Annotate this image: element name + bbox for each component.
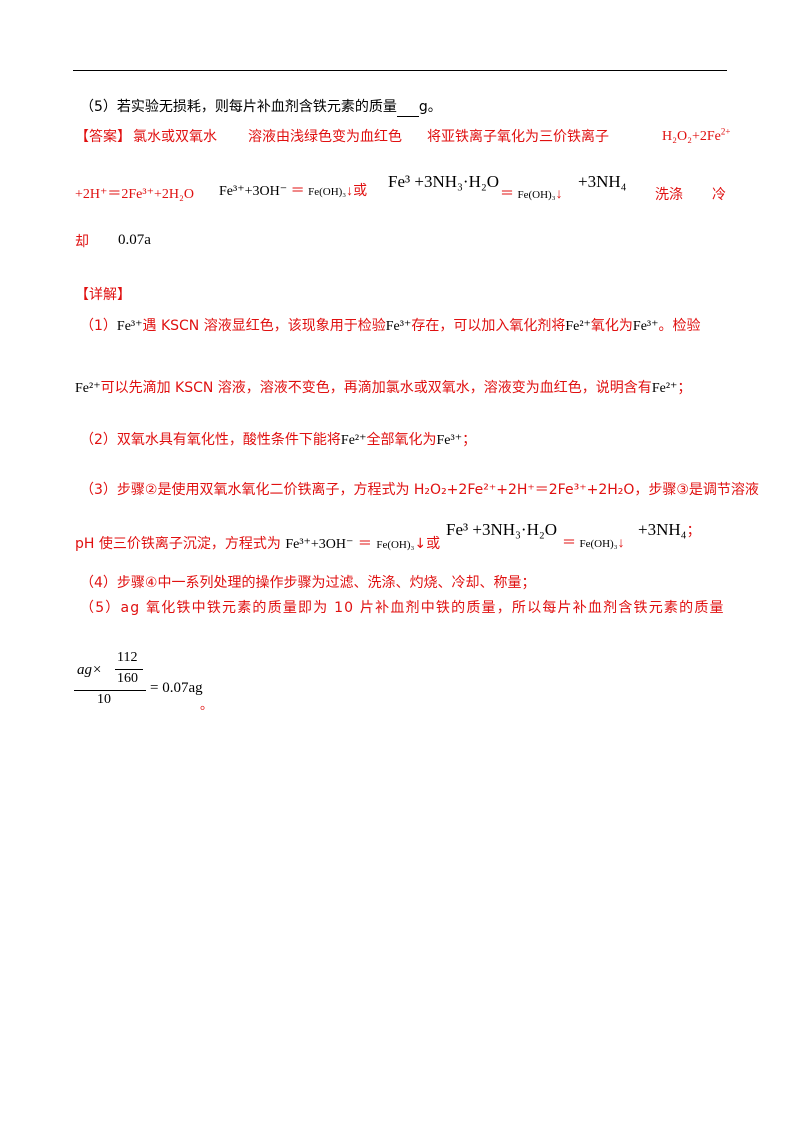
question-5-unit: g。 — [418, 99, 442, 115]
outer-fraction-bar — [74, 690, 146, 691]
detail-para-3: （3）步骤②是使用双氧水氧化二价铁离子，方程式为 H₂O₂+2Fe²⁺+2H⁺＝… — [80, 482, 759, 498]
answer-6-part1: 冷 — [712, 187, 726, 203]
detail-p2-text: （2）双氧水具有氧化性，酸性条件下能将 — [80, 432, 341, 448]
detail-tag: 【详解】 — [75, 287, 131, 303]
question-5-text: （5）若实验无损耗，则每片补血剂含铁元素的质量 — [80, 99, 397, 115]
inner-fraction-bar — [115, 669, 143, 670]
detail-p3-end: ； — [686, 524, 701, 539]
question-5: （5）若实验无损耗，则每片补血剂含铁元素的质量 g。 — [80, 97, 442, 117]
or-text-2: 或 — [426, 536, 441, 552]
detail-para-4: （4）步骤④中一系列处理的操作步骤为过滤、洗涤、灼烧、冷却、称量； — [80, 575, 536, 591]
fraction-160: 160 — [117, 671, 138, 686]
answer-4-text: H₂O₂+2Fe — [662, 129, 721, 144]
fe2-symbol: Fe²⁺ — [565, 319, 591, 334]
equation-4-equals: ＝ — [562, 536, 576, 551]
equation-4-fe: Fe³ — [446, 520, 469, 539]
precipitate-arrow: ↓ — [346, 184, 354, 199]
answer-6-part2: 却 — [75, 234, 89, 250]
equation-1: Fe³⁺+3OH⁻ ＝ Fe(OH)₃↓或 — [219, 182, 367, 202]
equation-2-nh4: +3NH₄ — [578, 172, 627, 191]
answer-2: 溶液由浅绿色变为血红色 — [248, 129, 402, 145]
answer-blank — [396, 102, 419, 117]
or-text: 或 — [353, 184, 368, 199]
fraction-112: 112 — [117, 650, 138, 665]
equation-2-fe: Fe³ — [388, 172, 411, 191]
answer-4-cont: +2H⁺＝2Fe³⁺+2H₂O — [75, 187, 194, 202]
fe2-symbol: Fe²⁺ — [340, 433, 367, 448]
equation-1-equals: ＝ — [290, 184, 305, 199]
equation-4-nh4-text: +3NH₄ — [638, 520, 687, 539]
equation-4-nh3: +3NH₃·H₂O — [472, 520, 558, 539]
detail-p1-text3: 氧化为 — [590, 318, 633, 334]
equation-4-product: Fe(OH)₃ — [579, 538, 618, 550]
answer-line-1: 【答案】 — [75, 127, 131, 147]
detail-p2-text2: 全部氧化为 — [366, 432, 437, 448]
detail-para-2: （2）双氧水具有氧化性，酸性条件下能将Fe²⁺全部氧化为Fe³⁺； — [80, 430, 476, 451]
fraction-end: 。 — [200, 697, 214, 712]
fe3-symbol: Fe³⁺ — [385, 319, 412, 334]
detail-p2-end: ； — [462, 432, 477, 448]
fraction-10: 10 — [97, 692, 111, 707]
equation-1-left: Fe³⁺+3OH⁻ — [219, 184, 288, 199]
detail-p1-text5: 可以先滴加 KSCN 溶液，溶液不变色，再滴加氯水或双氧水，溶液变为血红色，说明… — [100, 380, 652, 396]
detail-p1-text2: 存在，可以加入氧化剂将 — [411, 318, 566, 334]
equation-3-equals: ＝ — [357, 537, 372, 552]
precipitate-arrow-3: ↓ — [414, 536, 427, 552]
detail-p1-num: （1） — [80, 318, 117, 334]
detail-para-5: （5）ag 氧化铁中铁元素的质量即为 10 片补血剂中铁的质量，所以每片补血剂含… — [80, 600, 725, 616]
equation-4-nh4: +3NH₄； — [638, 520, 701, 542]
precipitate-arrow-2: ↓ — [555, 187, 563, 202]
answer-1: 氯水或双氧水 — [133, 129, 217, 145]
fraction-result: = 0.07ag — [150, 680, 203, 696]
fe3-symbol: Fe³⁺ — [436, 433, 463, 448]
detail-para-1: （1）Fe³⁺遇 KSCN 溶液显红色，该现象用于检验Fe³⁺存在，可以加入氧化… — [80, 316, 701, 337]
equation-2-product: Fe(OH)₃ — [517, 189, 556, 201]
equation-2-nh3: +3NH₃·H₂O — [414, 172, 500, 191]
answer-tag: 【答案】 — [75, 129, 131, 145]
equation-3-left: Fe³⁺+3OH⁻ — [285, 537, 354, 552]
equation-4-rhs: ＝ Fe(OH)₃↓ — [562, 534, 625, 554]
equation-2-equals: ＝ — [500, 187, 514, 202]
fe2-symbol: Fe²⁺ — [75, 381, 101, 396]
fe3-symbol: Fe³⁺ — [632, 319, 659, 334]
answer-5: 洗涤 — [655, 187, 683, 203]
precipitate-arrow-4: ↓ — [617, 536, 625, 551]
equation-2-rhs: ＝ Fe(OH)₃↓ — [500, 185, 563, 205]
fe2-symbol: Fe²⁺ — [651, 381, 678, 396]
equation-1-product: Fe(OH)₃ — [308, 186, 347, 198]
fe3-symbol: Fe³⁺ — [116, 319, 143, 334]
equation-2: Fe³ +3NH₃·H₂O — [388, 172, 499, 192]
answer-4-start: H₂O₂+2Fe2+ — [662, 126, 731, 144]
detail-para-1-cont: Fe²⁺可以先滴加 KSCN 溶液，溶液不变色，再滴加氯水或双氧水，溶液变为血红… — [75, 378, 691, 399]
answer-7: 0.07a — [118, 232, 151, 248]
detail-p1-text: 遇 KSCN 溶液显红色，该现象用于检验 — [142, 318, 386, 334]
answer-3: 将亚铁离子氧化为三价铁离子 — [427, 129, 609, 145]
detail-p1-end: ； — [677, 380, 692, 396]
detail-p3-text: pH 使三价铁离子沉淀，方程式为 — [75, 536, 281, 552]
equation-4: Fe³ +3NH₃·H₂O — [446, 520, 557, 540]
detail-p1-text4: 。检验 — [658, 318, 701, 334]
header-rule — [73, 70, 727, 71]
fraction-ag: ag× — [77, 662, 103, 678]
detail-para-3-cont: pH 使三价铁离子沉淀，方程式为 Fe³⁺+3OH⁻ ＝ Fe(OH)₃↓或 — [75, 534, 440, 555]
equation-3-product: Fe(OH)₃ — [376, 539, 415, 551]
